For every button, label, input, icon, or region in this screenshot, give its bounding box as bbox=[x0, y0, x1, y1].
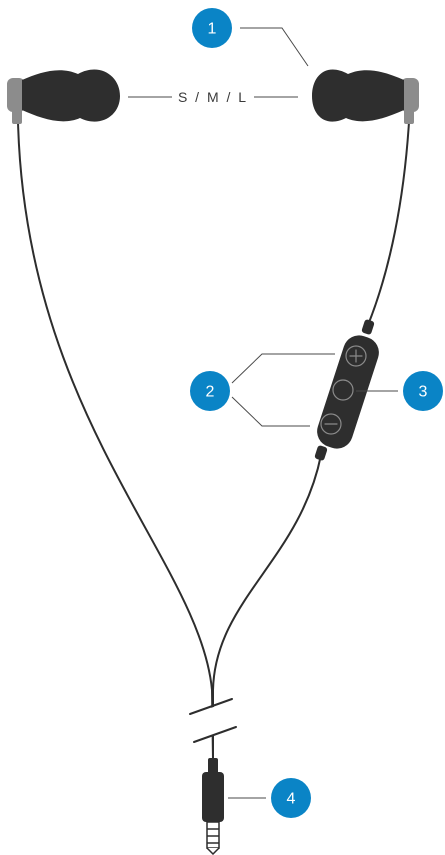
remote-collar-top bbox=[361, 319, 375, 335]
inline-remote bbox=[313, 319, 383, 461]
audio-jack bbox=[202, 758, 224, 854]
jack-strain-relief bbox=[208, 758, 218, 774]
left-earbud bbox=[7, 70, 120, 124]
left-cable bbox=[18, 122, 213, 760]
callout-2: 2 bbox=[190, 354, 335, 426]
right-earbud bbox=[312, 70, 419, 124]
right-cable-upper bbox=[368, 122, 409, 325]
callout-2-number: 2 bbox=[206, 384, 215, 401]
right-cable-lower bbox=[213, 455, 321, 760]
left-earbud-body bbox=[22, 70, 120, 122]
cable-break-gap bbox=[193, 703, 234, 739]
right-earbud-body bbox=[312, 70, 404, 122]
cable-break bbox=[190, 699, 236, 742]
remote-collar-bottom bbox=[314, 445, 328, 461]
callout-3-number: 3 bbox=[419, 384, 428, 401]
callout-4: 4 bbox=[228, 778, 311, 818]
size-label-group: S / M / L bbox=[128, 89, 298, 105]
size-label: S / M / L bbox=[178, 89, 248, 105]
callout-2-leader-lower bbox=[232, 397, 310, 426]
callout-4-number: 4 bbox=[287, 791, 296, 808]
left-earbud-stem bbox=[12, 108, 22, 124]
right-earbud-stem bbox=[404, 108, 414, 124]
jack-plug bbox=[207, 822, 219, 854]
callout-2-leader-upper bbox=[232, 354, 335, 383]
callout-1-number: 1 bbox=[208, 21, 217, 38]
callout-1-leader bbox=[240, 28, 308, 66]
callout-1: 1 bbox=[192, 8, 308, 66]
jack-housing bbox=[202, 772, 224, 822]
